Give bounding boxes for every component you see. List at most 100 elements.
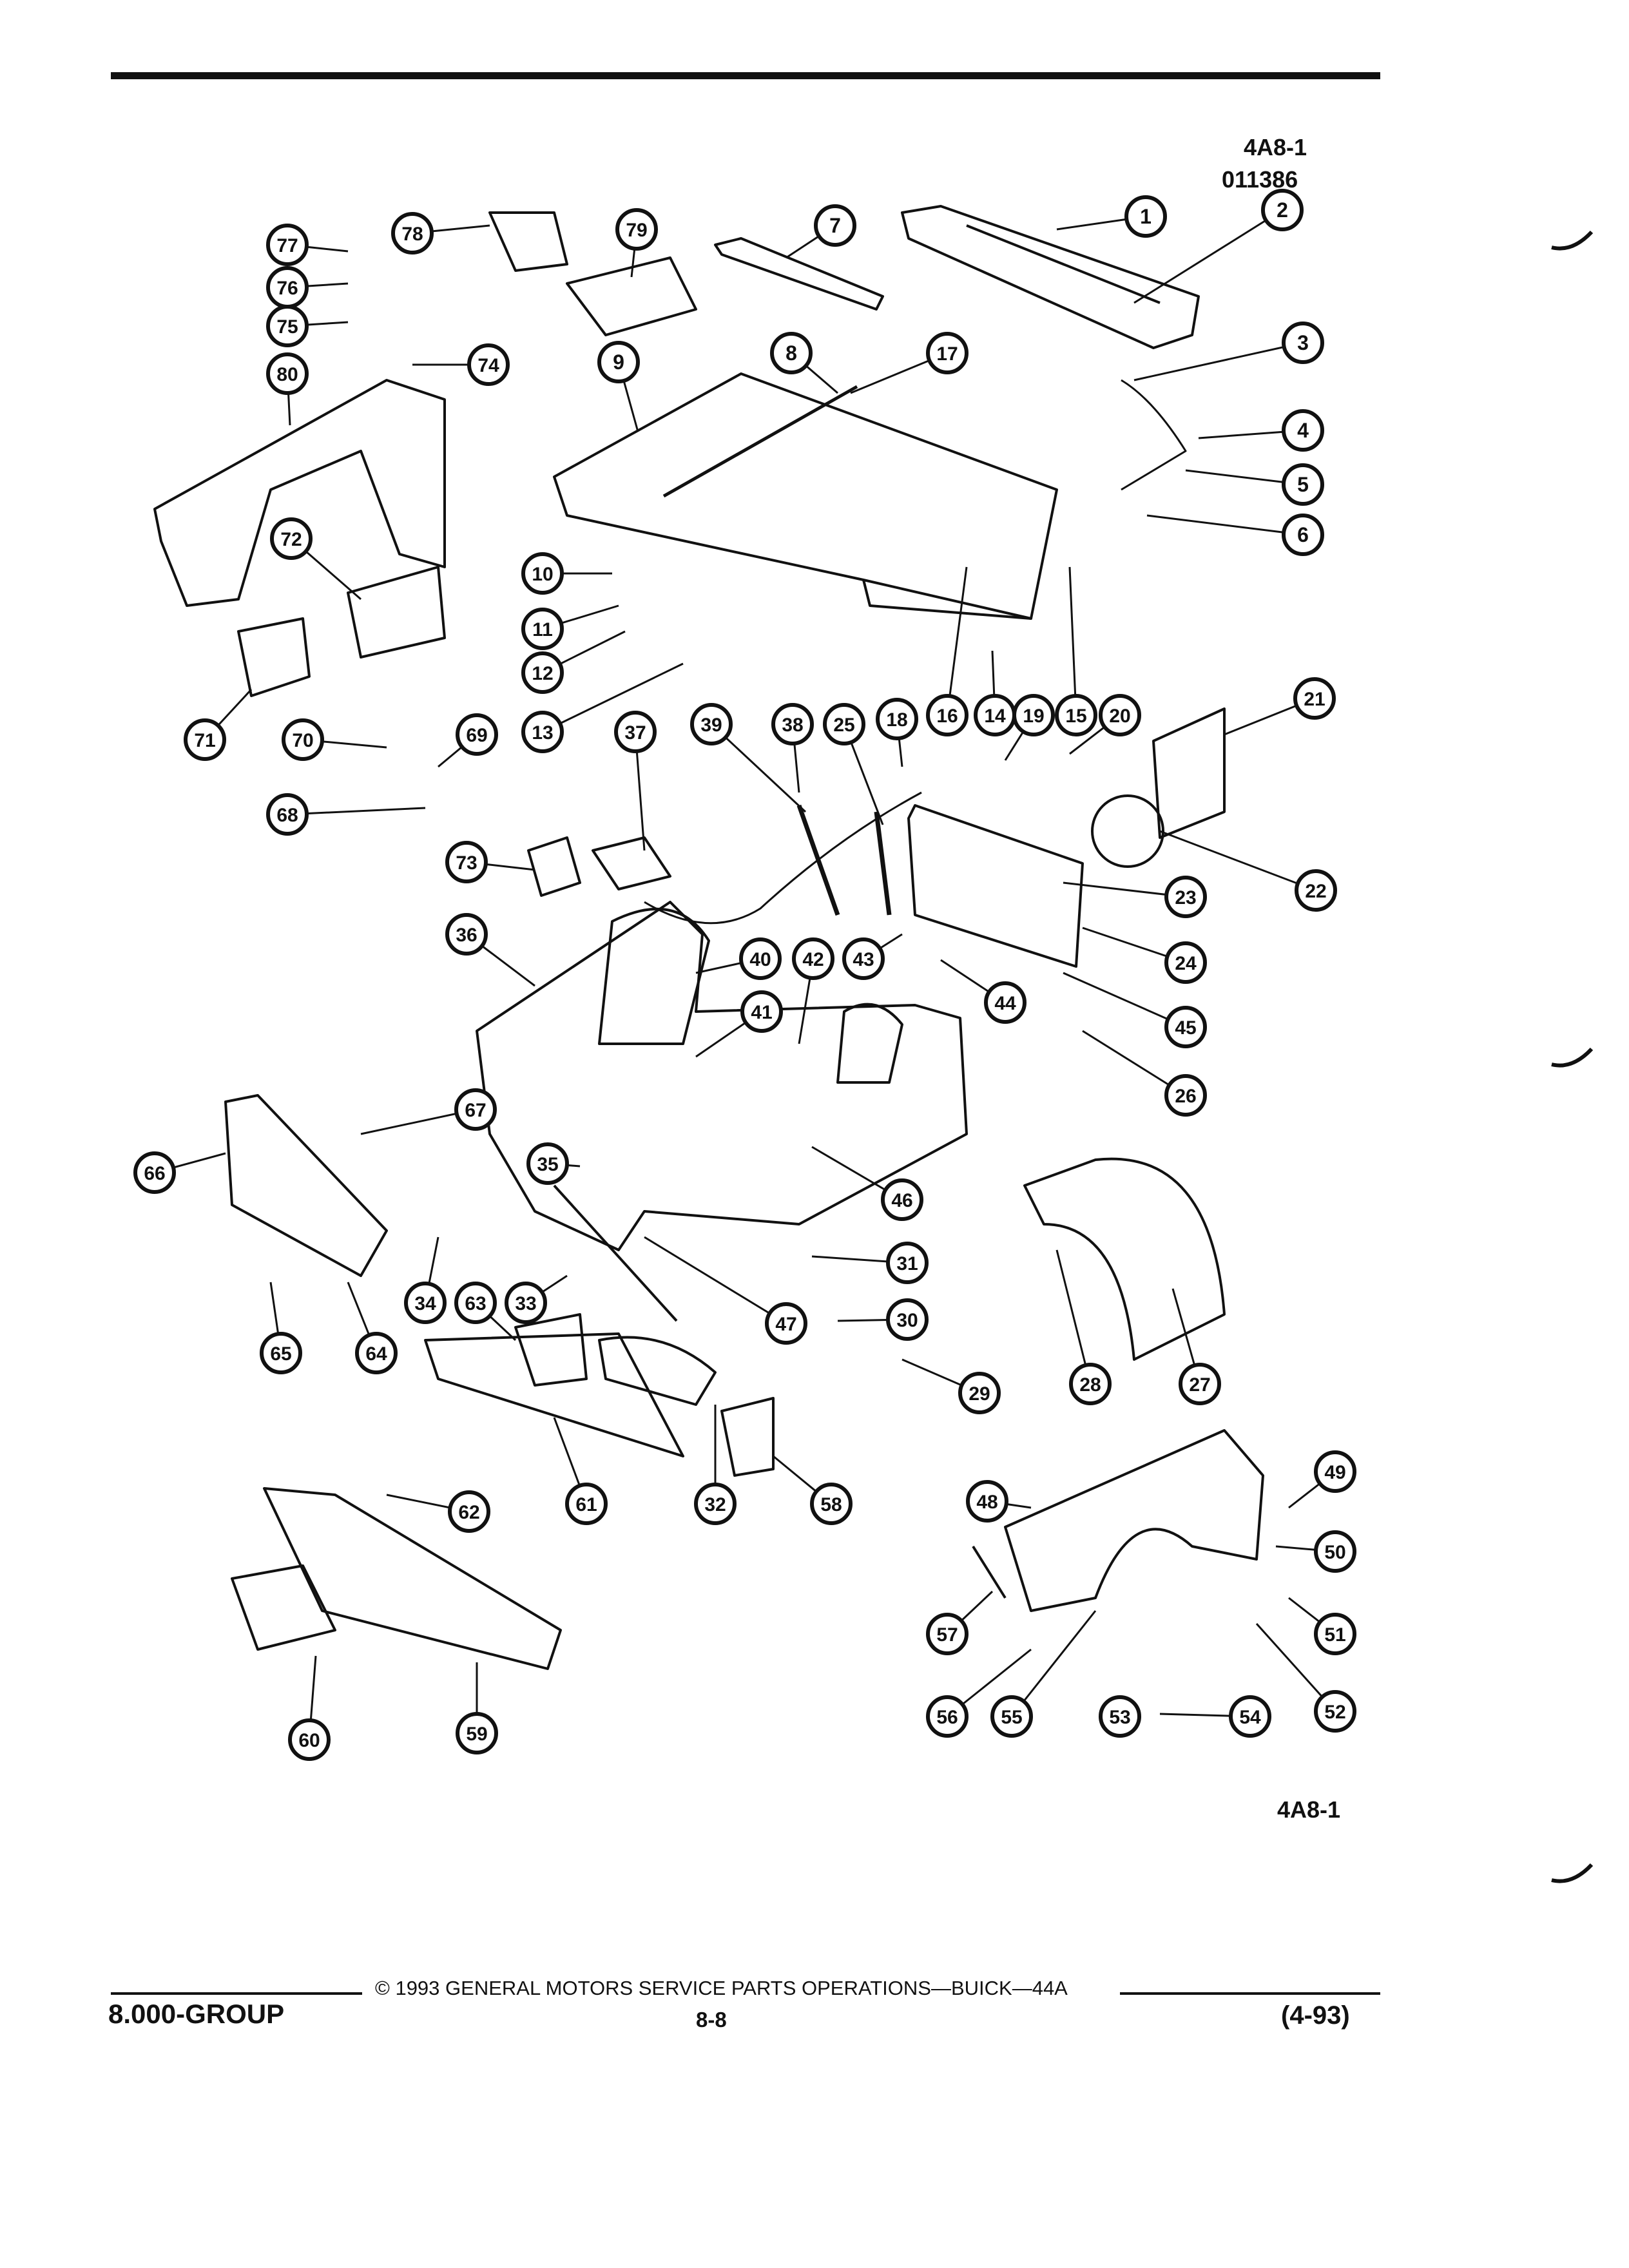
callout-label: 72 — [280, 529, 302, 550]
callout-leader-28 — [1055, 1249, 1092, 1385]
callout-30: 30 — [886, 1298, 929, 1341]
callout-label: 68 — [276, 805, 298, 826]
callout-label: 70 — [292, 730, 313, 751]
callout-label: 56 — [936, 1707, 958, 1728]
callout-21: 21 — [1293, 677, 1336, 720]
callout-label: 5 — [1297, 473, 1309, 496]
callout-label: 32 — [704, 1494, 726, 1515]
callout-67: 67 — [454, 1088, 497, 1131]
callout-leader-3 — [1133, 341, 1304, 381]
footer-rule-right — [1120, 1992, 1380, 1995]
callout-label: 78 — [401, 224, 423, 245]
callout-64: 64 — [355, 1332, 398, 1374]
upper-strip — [714, 237, 884, 311]
callout-label: 39 — [700, 715, 722, 736]
callout-label: 66 — [144, 1163, 165, 1184]
callout-label: 15 — [1065, 706, 1086, 727]
callout-10: 10 — [521, 552, 564, 595]
callout-7: 7 — [814, 204, 856, 247]
callout-leader-47 — [644, 1236, 787, 1325]
support-rod-57 — [972, 1545, 1007, 1599]
callout-label: 1 — [1140, 205, 1152, 228]
callout-73: 73 — [445, 841, 488, 883]
callout-65: 65 — [260, 1332, 302, 1374]
footer-group: 8.000-GROUP — [108, 1999, 285, 2029]
callout-label: 26 — [1175, 1086, 1196, 1107]
callout-59: 59 — [456, 1712, 498, 1754]
callout-label: 21 — [1304, 689, 1325, 710]
side-panel-63 — [514, 1313, 588, 1387]
figure-code: 011386 — [1222, 166, 1298, 193]
callout-22: 22 — [1295, 869, 1337, 912]
callout-label: 60 — [298, 1730, 320, 1751]
callout-51: 51 — [1314, 1613, 1356, 1655]
callout-77: 77 — [266, 224, 309, 266]
grille — [231, 1564, 336, 1651]
callout-label: 59 — [466, 1724, 487, 1745]
callout-label: 17 — [936, 343, 958, 365]
callout-36: 36 — [445, 913, 488, 956]
weatherstrip — [1121, 379, 1187, 491]
callout-label: 24 — [1175, 953, 1197, 974]
callout-69: 69 — [456, 713, 498, 756]
cowl-panel — [901, 205, 1200, 349]
callout-label: 61 — [575, 1494, 597, 1515]
callout-label: 55 — [1001, 1707, 1022, 1728]
callout-label: 48 — [976, 1492, 998, 1513]
callout-52: 52 — [1314, 1690, 1356, 1733]
release-cable — [644, 791, 922, 925]
callout-label: 37 — [624, 722, 646, 744]
callout-33: 33 — [505, 1282, 547, 1324]
fender-left — [153, 379, 446, 607]
callout-label: 63 — [465, 1293, 486, 1314]
callout-label: 40 — [749, 949, 771, 970]
callout-label: 47 — [775, 1314, 796, 1335]
footer-page: 8-8 — [696, 2008, 727, 2032]
callout-61: 61 — [565, 1483, 608, 1525]
callout-label: 18 — [886, 709, 907, 731]
callout-46: 46 — [881, 1178, 923, 1221]
callout-label: 9 — [613, 351, 624, 374]
callout-50: 50 — [1314, 1530, 1356, 1573]
callout-label: 49 — [1324, 1462, 1345, 1483]
inner-panel — [347, 566, 446, 658]
callout-37: 37 — [614, 711, 657, 753]
callout-26: 26 — [1164, 1074, 1207, 1117]
side-panel-58 — [720, 1397, 775, 1477]
callout-78: 78 — [391, 212, 434, 255]
fan-shroud — [1152, 707, 1226, 839]
footer-copyright: © 1993 GENERAL MOTORS SERVICE PARTS OPER… — [375, 1977, 1068, 1999]
callout-label: 23 — [1175, 887, 1196, 908]
callout-23: 23 — [1164, 876, 1207, 918]
callout-38: 38 — [771, 703, 814, 745]
bracket-78 — [488, 211, 568, 272]
callout-25: 25 — [823, 703, 865, 745]
callout-label: 12 — [532, 663, 553, 684]
callout-71: 71 — [184, 718, 226, 761]
callout-53: 53 — [1099, 1695, 1141, 1738]
callout-label: 28 — [1079, 1374, 1101, 1396]
callout-leader-13 — [542, 662, 684, 733]
callout-42: 42 — [792, 937, 834, 980]
callout-label: 36 — [456, 925, 477, 946]
callout-label: 31 — [896, 1253, 918, 1274]
callout-49: 49 — [1314, 1450, 1356, 1493]
callout-label: 33 — [515, 1293, 536, 1314]
callout-leader-2 — [1133, 209, 1283, 304]
inner-fender — [1023, 1157, 1226, 1361]
callout-label: 73 — [456, 852, 477, 874]
callout-leader-68 — [287, 807, 426, 816]
callout-45: 45 — [1164, 1006, 1207, 1048]
callout-24: 24 — [1164, 941, 1207, 984]
callout-label: 42 — [802, 949, 824, 970]
front-valance — [424, 1332, 684, 1457]
wheelhouse-right — [836, 1003, 903, 1084]
callout-leader-15 — [1068, 566, 1077, 716]
callout-leader-45 — [1063, 972, 1186, 1028]
callout-11: 11 — [521, 608, 564, 650]
callout-label: 50 — [1324, 1542, 1345, 1563]
callout-label: 44 — [994, 993, 1016, 1014]
callout-label: 58 — [820, 1494, 842, 1515]
callout-74: 74 — [467, 343, 510, 386]
